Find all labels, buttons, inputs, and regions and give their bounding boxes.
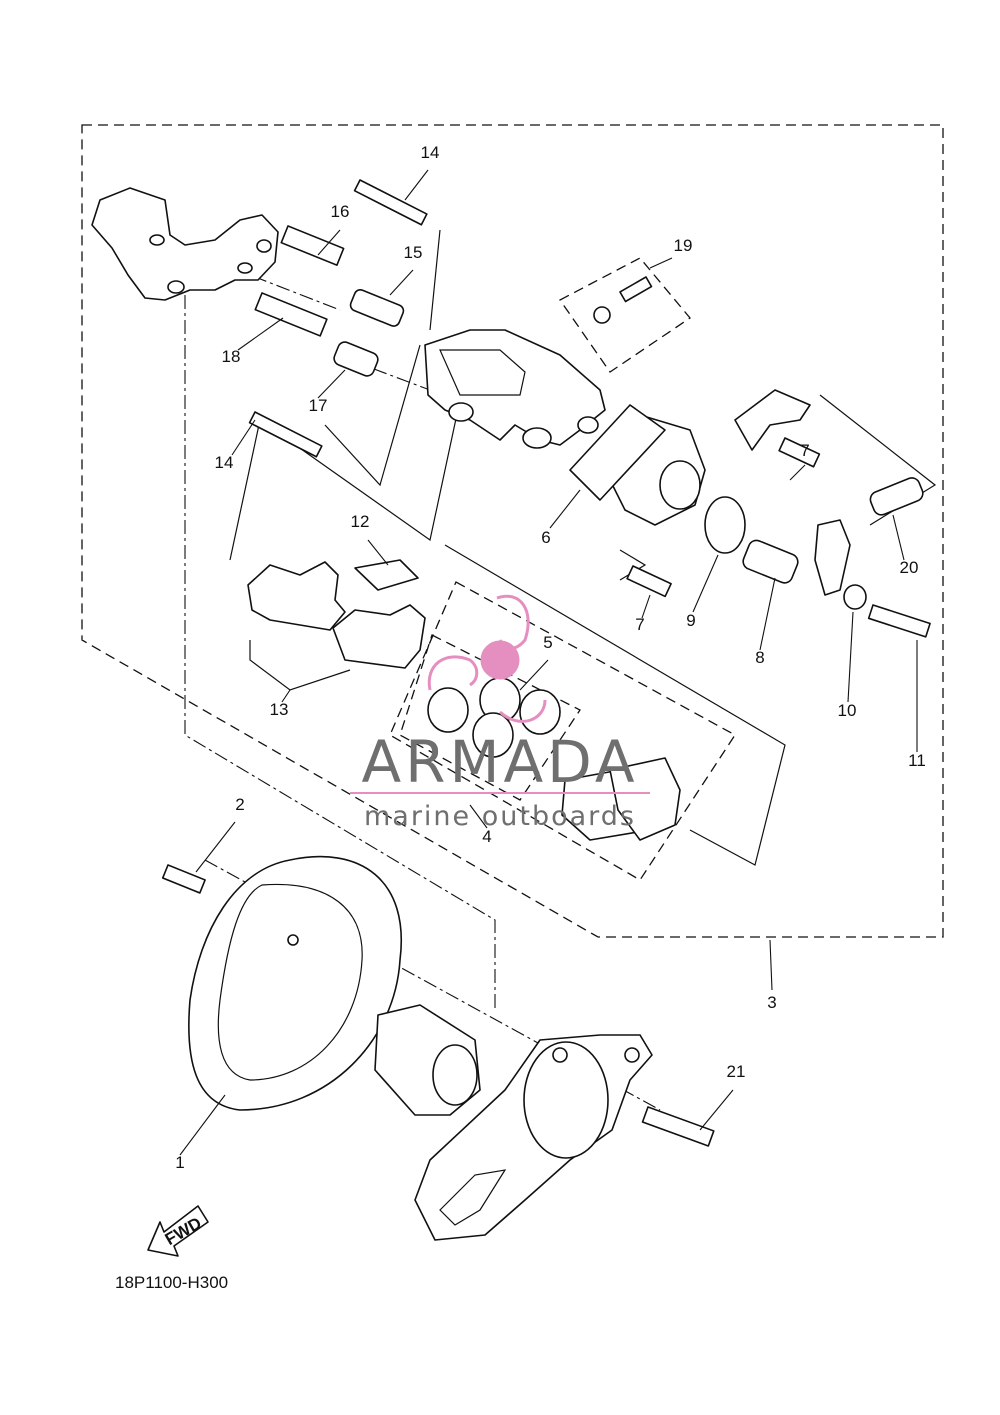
callout-c6: 6 (541, 528, 550, 547)
brand-name: ARMADA (361, 728, 638, 796)
caliper-assembly-boundary (81, 124, 944, 938)
brake-disc (188, 855, 403, 1111)
pin-16 (280, 225, 345, 266)
pistons (561, 757, 681, 841)
callout-c17: 17 (309, 396, 328, 415)
bleeder-screw (593, 276, 653, 324)
leader-lines (179, 169, 918, 1156)
callout-c9: 9 (686, 611, 695, 630)
callout-c11: 11 (908, 751, 926, 770)
pin-14-upper (353, 179, 428, 226)
bolt-7a (778, 437, 821, 468)
spring-8 (742, 539, 799, 584)
boot-15 (349, 289, 405, 327)
rear-bracket (414, 1034, 653, 1241)
piston-kit-boundary (389, 581, 736, 881)
boot-17 (333, 341, 379, 377)
lever-plate (814, 519, 851, 596)
callout-c1: 1 (175, 1153, 184, 1172)
callout-c13: 13 (270, 700, 289, 719)
callout-c14a: 14 (421, 143, 440, 162)
callout-c12: 12 (351, 512, 370, 531)
callout-c16: 16 (331, 202, 350, 221)
callout-c15: 15 (404, 243, 423, 262)
callout-c14b: 14 (215, 453, 234, 472)
hub (374, 1004, 481, 1116)
disc-bolt-2 (161, 864, 206, 894)
callout-c10: 10 (838, 701, 857, 720)
callout-c3: 3 (767, 993, 776, 1012)
bolt-21 (641, 1106, 715, 1147)
collar-9 (704, 496, 746, 554)
callout-c5: 5 (543, 633, 552, 652)
propeller-logo-icon (427, 594, 547, 723)
brake-pad-inner (332, 604, 426, 669)
bracket-pistons (444, 544, 786, 866)
washer-10 (843, 584, 867, 610)
callout-c7b: 7 (635, 615, 644, 634)
bracket-pads (249, 640, 351, 691)
spring-20 (869, 477, 924, 516)
callout-c7a: 7 (800, 441, 809, 460)
fwd-arrow-icon: FWD (147, 1205, 209, 1257)
callout-c20: 20 (900, 558, 919, 577)
brand-tagline: marine outboards (364, 801, 636, 832)
callout-c21: 21 (727, 1062, 746, 1081)
seal-set (427, 677, 561, 758)
callout-c2: 2 (235, 795, 244, 814)
bleeder-group-boundary (559, 257, 691, 373)
brand-rule (350, 792, 650, 794)
callout-c18: 18 (222, 347, 241, 366)
center-line-main (184, 295, 496, 1010)
pad-spring (354, 559, 419, 591)
bolt-7b (626, 565, 672, 598)
pin-18 (254, 292, 328, 337)
bolt-11 (867, 604, 931, 638)
pin-14-lower (248, 411, 323, 458)
drawing-code: 18P1100-H300 (115, 1273, 228, 1292)
caliper-bracket (91, 187, 279, 301)
callout-c8: 8 (755, 648, 764, 667)
gasket-6 (569, 404, 666, 501)
brake-pad-outer (247, 561, 346, 631)
callout-c19: 19 (674, 236, 693, 255)
caliper-body (424, 329, 606, 449)
seal-kit-boundary (399, 634, 581, 801)
bracket-pins (229, 229, 461, 561)
armada-watermark: ARMADA marine outboards (350, 594, 650, 832)
callout-c4: 4 (482, 827, 491, 846)
bracket-arm (734, 389, 811, 451)
